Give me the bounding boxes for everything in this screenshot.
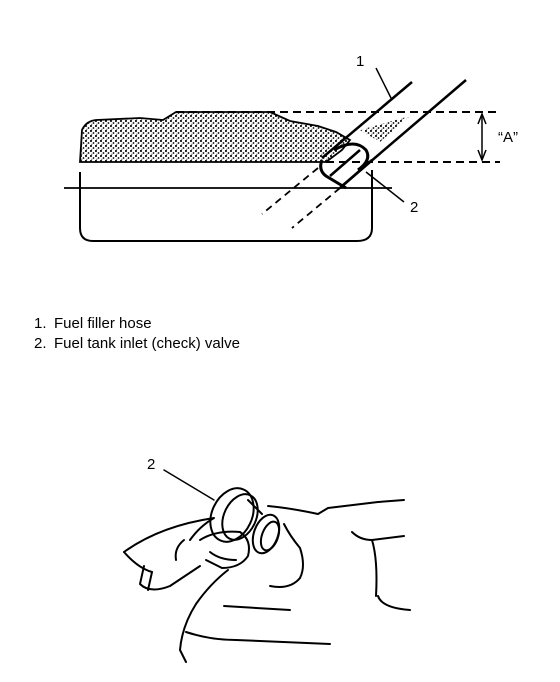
legend-item-text: Fuel filler hose xyxy=(54,315,152,332)
fuel-tank-outline xyxy=(79,170,373,242)
callout-2-label: 2 xyxy=(410,199,418,216)
bottom-callout-2-label: 2 xyxy=(147,456,155,473)
callout-2-leader-bottom xyxy=(163,469,215,501)
dimension-a-label: “A” xyxy=(498,129,518,146)
inlet-check-valve xyxy=(319,142,373,190)
callout-1-leader xyxy=(375,67,393,101)
dimension-a-arrow xyxy=(477,111,487,163)
legend: 1. Fuel filler hose 2. Fuel tank inlet (… xyxy=(34,314,240,354)
fuel-tank-section-diagram: 1 2 “A” xyxy=(64,53,518,242)
legend-item: 1. Fuel filler hose xyxy=(34,314,240,334)
fuel-filler-hose xyxy=(321,81,413,159)
hand-removing-valve-diagram xyxy=(123,469,411,663)
fuel-fill-area xyxy=(79,111,352,163)
callout-1-label: 1 xyxy=(356,53,364,70)
legend-item-number: 2. xyxy=(34,335,47,352)
check-valve-part xyxy=(209,487,281,555)
hand xyxy=(123,517,250,663)
legend-item-text: Fuel tank inlet (check) valve xyxy=(54,335,240,352)
callout-2-leader xyxy=(365,171,405,203)
tank-filler-neck xyxy=(185,499,411,645)
legend-item: 2. Fuel tank inlet (check) valve xyxy=(34,334,240,354)
legend-item-number: 1. xyxy=(34,315,47,332)
